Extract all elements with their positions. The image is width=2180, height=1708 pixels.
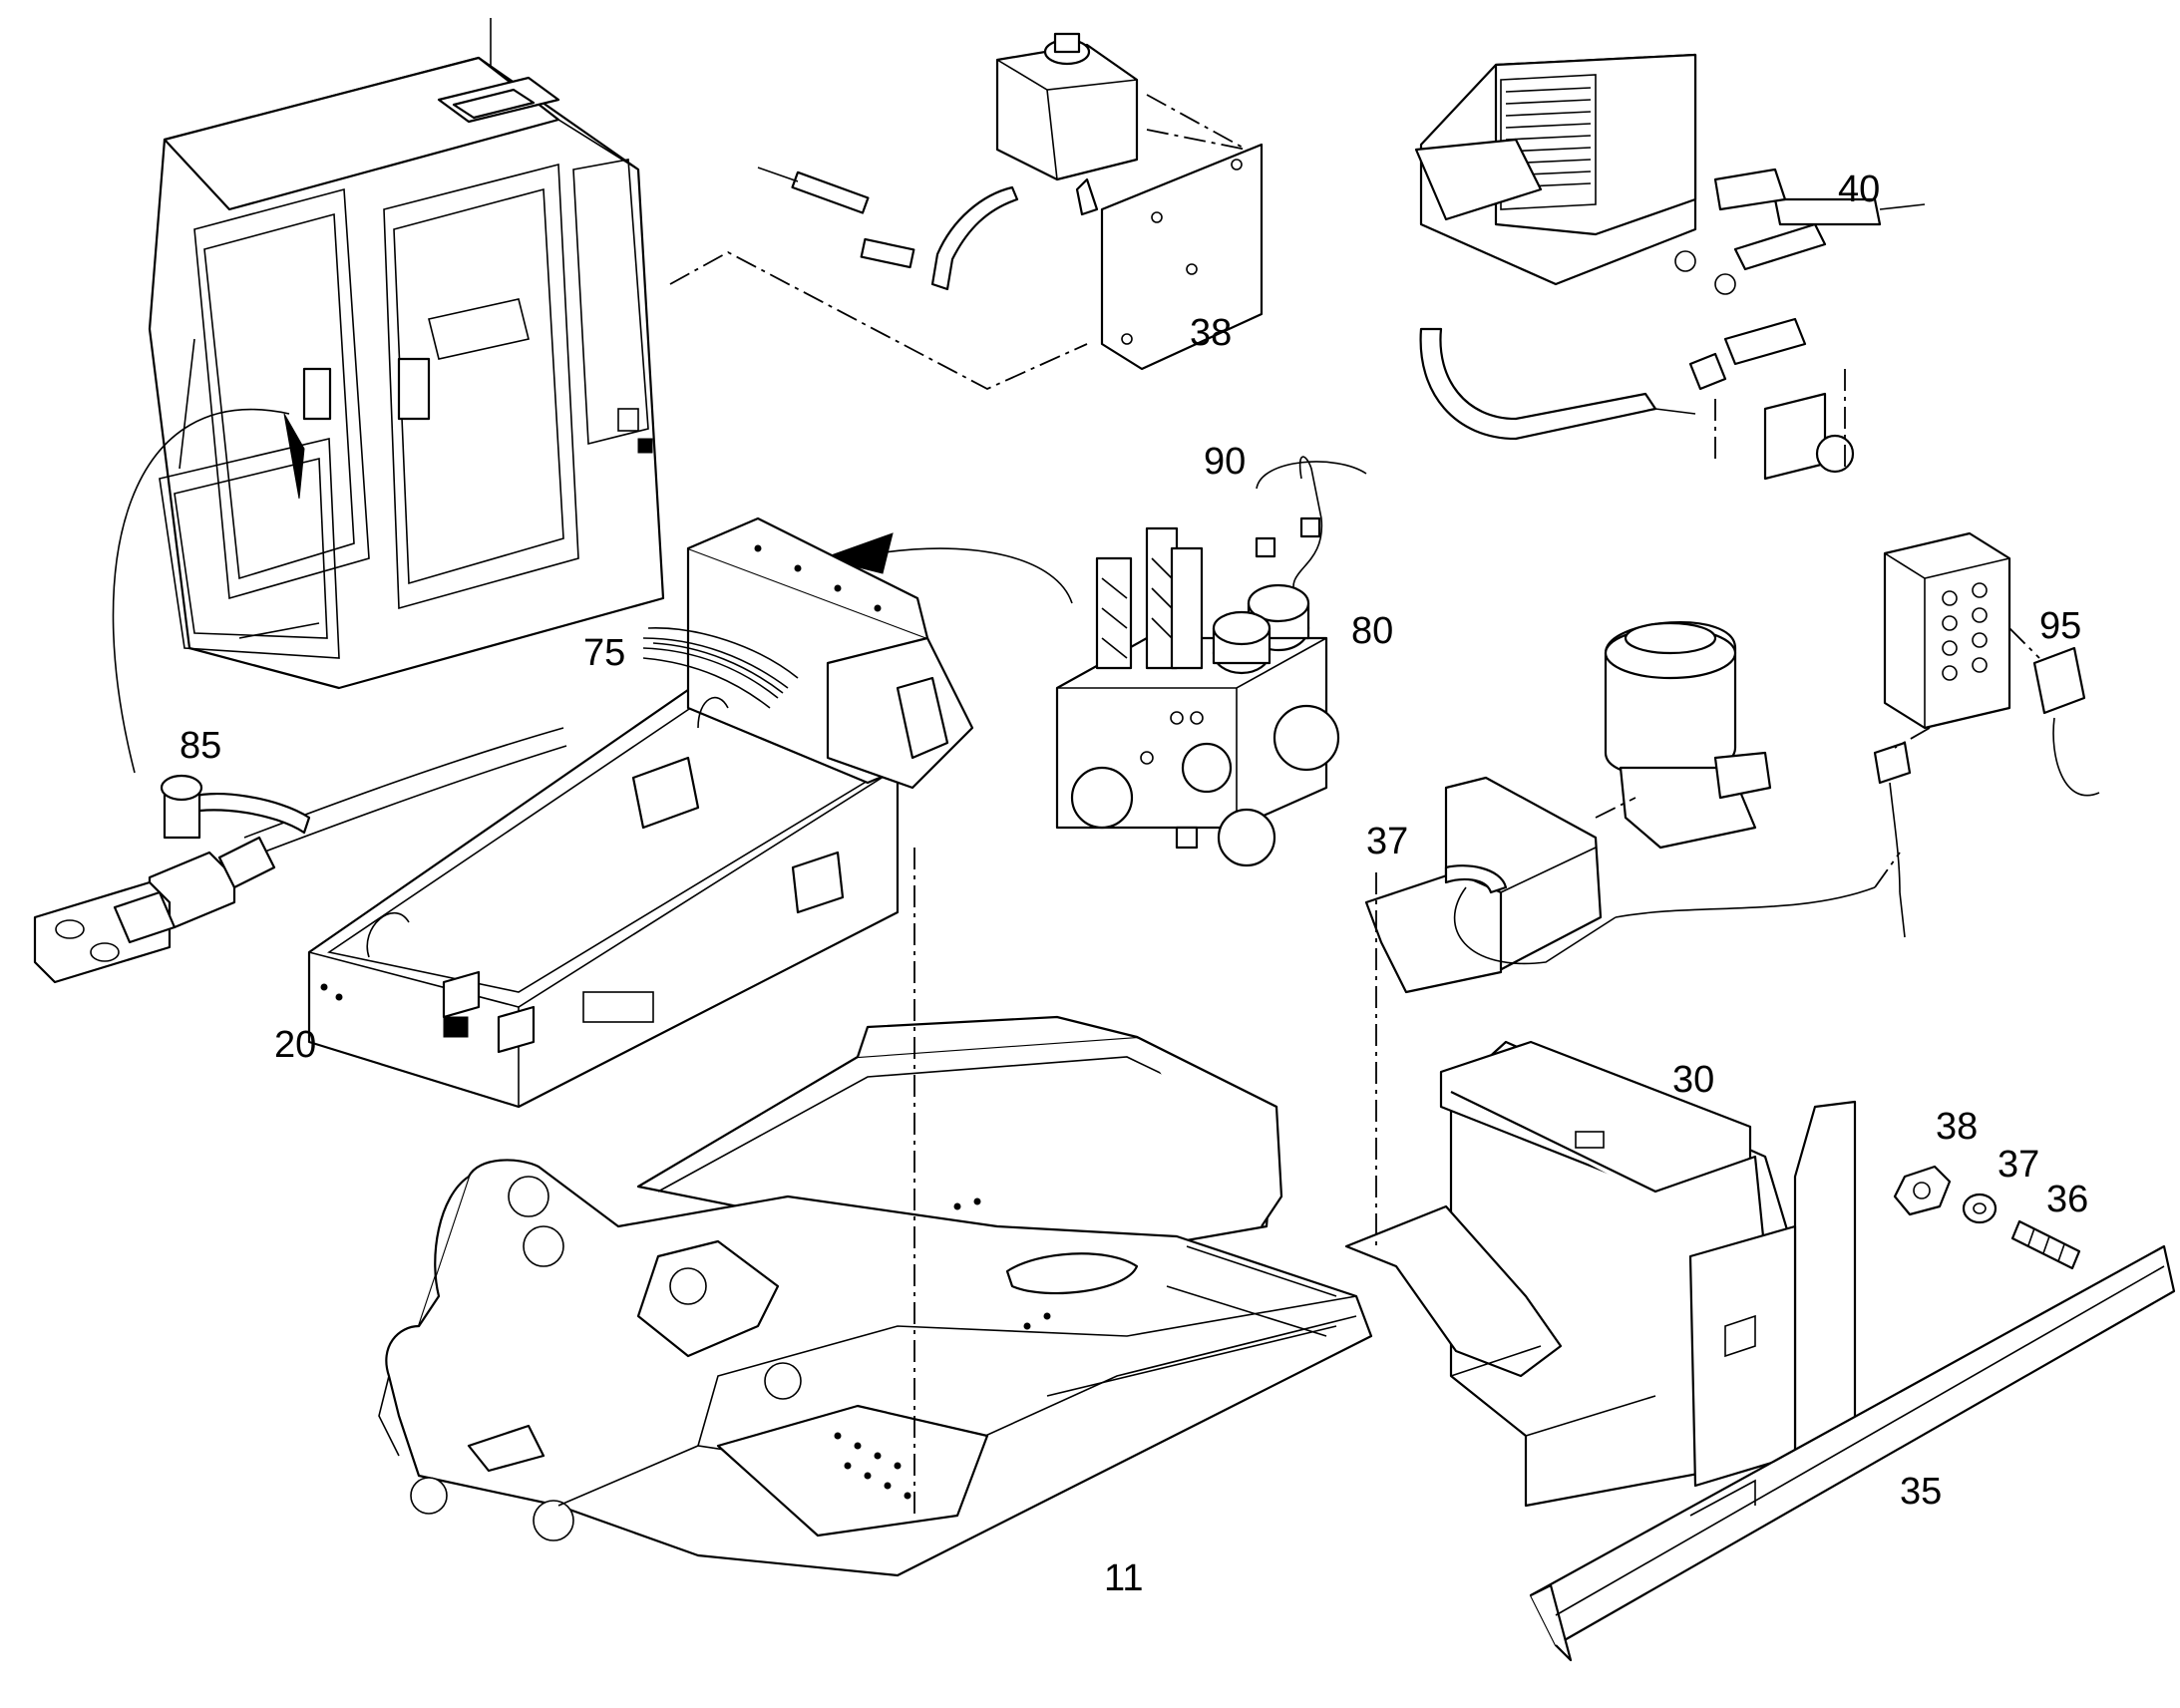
switch-valve-85: 85 — [33, 725, 567, 984]
battery-frame: 75 20 — [274, 516, 974, 1109]
callout-60: 37 — [1366, 821, 1408, 862]
side-cover-30: 30 — [1344, 872, 1857, 1508]
callout-30: 30 — [1672, 1059, 1714, 1101]
lube-distributor-95: 95 — [1873, 531, 2100, 938]
cab-to-85-arrow — [112, 408, 305, 774]
callout-40: 40 — [1838, 169, 1880, 210]
callout-85: 85 — [180, 725, 221, 767]
operator-cab — [148, 18, 665, 690]
callout-20: 20 — [274, 1024, 316, 1066]
callout-50: 38 — [1190, 312, 1232, 354]
callout-75: 75 — [583, 632, 625, 674]
side-rail-35: 35 — [1529, 1244, 2176, 1662]
heater-unit: 40 — [1414, 53, 1926, 481]
callout-90: 90 — [1204, 441, 1246, 483]
callout-95: 95 — [2039, 605, 2081, 647]
callout-80: 80 — [1351, 610, 1393, 652]
main-chassis-11: 11 — [378, 848, 1373, 1599]
callout-36: 36 — [2046, 1179, 2088, 1220]
callout-38-text: 38 — [1936, 1106, 1978, 1148]
lube-pump-60: 37 — [1364, 621, 1901, 994]
fasteners: 38 38 — [1893, 1165, 2081, 1270]
coolant-reservoir-assembly: 38 — [757, 32, 1264, 371]
callout-11: 11 — [1104, 1557, 1143, 1599]
valve-block-assembly: 90 80 — [1055, 441, 1393, 867]
callout-35: 35 — [1900, 1471, 1942, 1513]
callout-37-text: 37 — [1998, 1144, 2039, 1186]
leader-cab-50 — [669, 250, 1088, 391]
